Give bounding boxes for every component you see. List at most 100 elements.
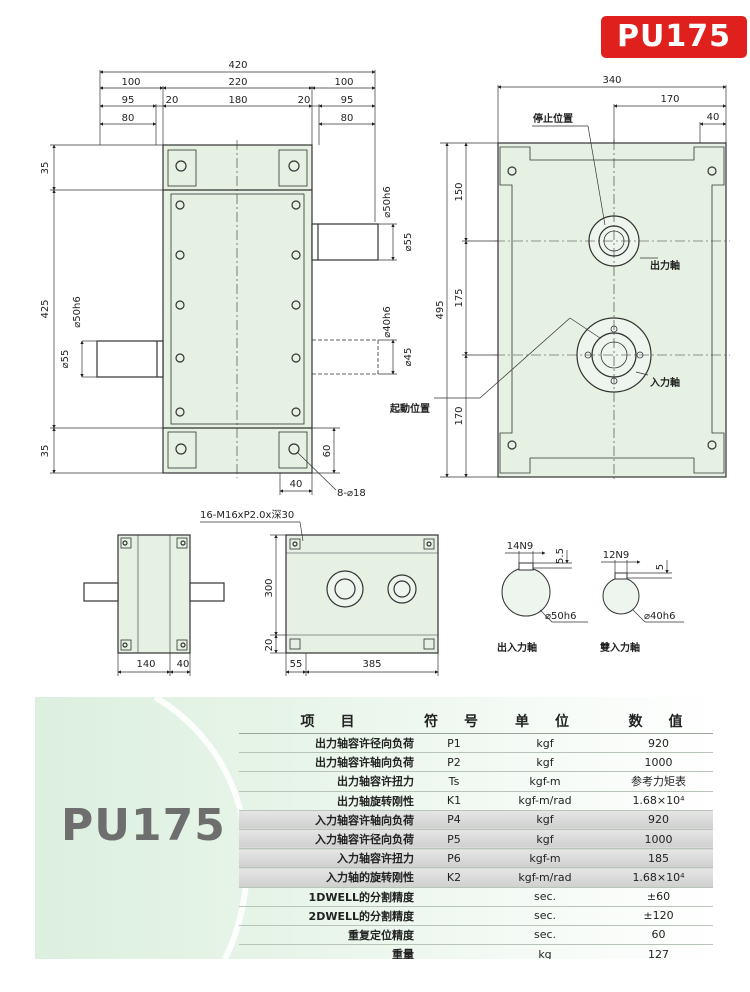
front-small-view-text: 16-M16xP2.0x深30 300 20 55 385	[200, 509, 382, 670]
keyway-input-text: 12N9 5 ⌀40h6 雙入力軸	[600, 550, 675, 654]
spec-symbol: P4	[422, 810, 486, 830]
spec-unit: kgf-m/rad	[486, 867, 604, 888]
dim-text: 60	[322, 445, 333, 458]
input-shaft-label: 入力軸	[650, 376, 680, 389]
side-view-dimensions	[434, 85, 727, 478]
dim-text: 40	[290, 479, 303, 490]
key-width: 12N9	[603, 550, 630, 561]
header-value: 数 值	[628, 714, 689, 730]
spec-value: 920	[604, 733, 713, 754]
dim-text: ⌀55	[60, 350, 71, 369]
spec-symbol: P6	[422, 848, 486, 869]
dim-text: 180	[228, 95, 247, 106]
spec-value: 参考力矩表	[604, 771, 713, 792]
spec-value: 1.68×10⁴	[604, 867, 713, 888]
dim-text: ⌀40h6	[382, 306, 393, 337]
key-width: 14N9	[507, 541, 534, 552]
dim-text: ⌀55	[403, 233, 414, 252]
dim-text: 35	[40, 445, 51, 458]
dim-text: 20	[264, 639, 275, 652]
spec-unit: sec.	[486, 887, 604, 907]
spec-header-row: 项 目 符 号 单 位 数 值	[239, 709, 713, 734]
dim-text: 95	[341, 95, 354, 106]
spec-item-name: 1DWELL的分割精度	[239, 887, 422, 907]
spec-unit: kgf	[486, 829, 604, 850]
start-position-label: 起動位置	[389, 402, 430, 415]
spec-item-name: 出力轴容许径向负荷	[239, 733, 422, 754]
dim-text: 175	[454, 288, 465, 307]
spec-symbol: K2	[422, 867, 486, 888]
top-small-view-dimensions	[117, 653, 191, 676]
dim-text: 35	[40, 162, 51, 175]
dim-text: 80	[341, 113, 354, 124]
spec-value: 1.68×10⁴	[604, 791, 713, 811]
shaft-dia: ⌀40h6	[644, 611, 675, 622]
dim-text: 495	[435, 300, 446, 319]
spec-item-name: 出力轴容许扭力	[239, 771, 422, 792]
spec-value: 185	[604, 848, 713, 869]
spec-symbol: P1	[422, 733, 486, 754]
table-row: 1DWELL的分割精度 sec.±60	[239, 887, 713, 907]
keyway-output-label: 出入力軸	[497, 641, 537, 654]
side-housing	[497, 142, 727, 478]
spec-symbol: Ts	[422, 771, 486, 792]
front-small-view	[285, 534, 439, 654]
keyway-input-detail	[601, 560, 684, 623]
dim-text: 300	[264, 578, 275, 597]
dim-text: 20	[298, 95, 311, 106]
spec-symbol: P2	[422, 752, 486, 773]
dim-text: 220	[228, 77, 247, 88]
spec-value: 127	[604, 944, 713, 959]
spec-item-name: 重复定位精度	[239, 925, 422, 946]
spec-value: 920	[604, 810, 713, 830]
spec-symbol	[422, 925, 486, 946]
spec-value: ±60	[604, 887, 713, 907]
spec-unit: kgf	[486, 733, 604, 754]
stop-position-label: 停止位置	[533, 112, 573, 125]
spec-unit: kgf	[486, 810, 604, 830]
spec-item-name: 入力轴的旋转刚性	[239, 867, 422, 888]
keyway-output-detail	[501, 550, 588, 623]
top-small-view	[83, 534, 225, 654]
spec-unit: sec.	[486, 906, 604, 926]
spec-item-name: 出力轴容许轴向负荷	[239, 752, 422, 773]
dim-text: 170	[660, 94, 679, 105]
spec-item-name: 2DWELL的分割精度	[239, 906, 422, 926]
front-small-view-dimensions	[200, 521, 439, 676]
spec-value: 1000	[604, 752, 713, 773]
side-view	[495, 140, 730, 480]
dim-text: 95	[122, 95, 135, 106]
spec-item-name: 出力轴旋转刚性	[239, 791, 422, 811]
header-unit: 单 位	[515, 714, 575, 730]
dim-text: 80	[122, 113, 135, 124]
front-view	[96, 140, 379, 478]
spec-symbol: P5	[422, 829, 486, 850]
dim-text: 340	[602, 75, 621, 86]
dim-text: 100	[121, 77, 140, 88]
spec-symbol: K1	[422, 791, 486, 811]
keyway-output-text: 14N9 5.5 ⌀50h6 出入力軸	[497, 541, 576, 654]
spec-item-name: 入力轴容许径向负荷	[239, 829, 422, 850]
spec-unit: kgf	[486, 752, 604, 773]
front-housing	[162, 144, 313, 474]
header-symbol: 符 号	[424, 714, 484, 730]
spec-symbol	[422, 944, 486, 959]
front-view-dim-text: 420 100 220 100 95 20 180 20 95 80 80 35…	[40, 60, 414, 499]
model-name: PU175	[61, 800, 226, 851]
header-item: 项 目	[300, 714, 361, 730]
spec-unit: kgf-m	[486, 848, 604, 869]
dim-text: 100	[334, 77, 353, 88]
spec-item-name: 重量	[239, 944, 422, 959]
dim-text: 170	[454, 406, 465, 425]
technical-drawing: 420 100 220 100 95 20 180 20 95 80 80 35…	[40, 60, 730, 676]
